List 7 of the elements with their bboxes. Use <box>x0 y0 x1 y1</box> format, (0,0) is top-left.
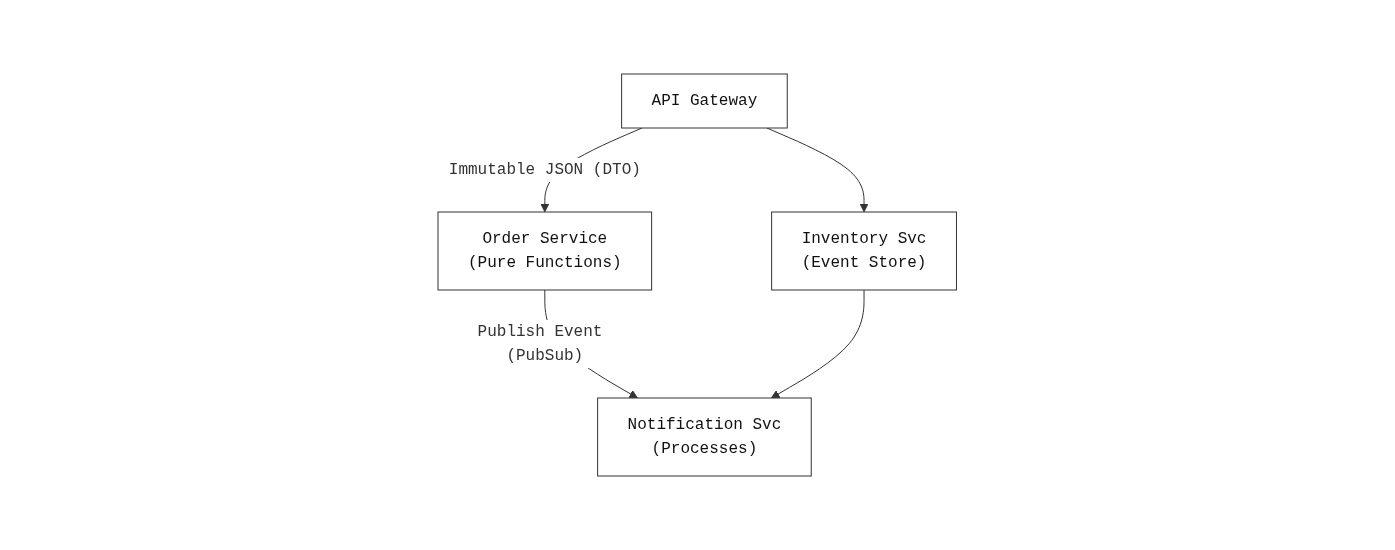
node-box: API Gateway <box>621 73 788 129</box>
node-box: Notification Svc (Processes) <box>597 397 812 477</box>
edge-label: Immutable JSON (DTO) <box>449 161 642 179</box>
node-box: Inventory Svc (Event Store) <box>771 211 958 291</box>
edge-label: Publish Event (PubSub) <box>477 323 603 365</box>
node-box: Order Service (Pure Functions) <box>437 211 653 291</box>
arrow <box>771 289 865 399</box>
